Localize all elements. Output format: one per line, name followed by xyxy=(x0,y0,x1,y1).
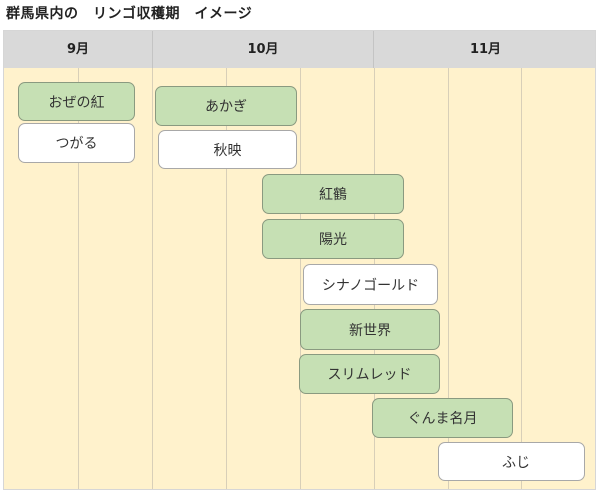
grid-line xyxy=(152,68,153,489)
variety-bar-tsugaru: つがる xyxy=(18,123,135,163)
grid-line xyxy=(521,68,522,489)
grid-line xyxy=(300,68,301,489)
month-november: 11月 xyxy=(469,42,502,57)
grid-line xyxy=(78,68,79,489)
variety-bar-youkou: 陽光 xyxy=(262,219,404,259)
variety-bar-akagi: あかぎ xyxy=(155,86,297,126)
variety-bar-benizuru: 紅鶴 xyxy=(262,174,404,214)
month-october: 10月 xyxy=(153,31,374,68)
month-september: 9月 xyxy=(4,31,153,68)
variety-bar-shinsekai: 新世界 xyxy=(300,309,440,350)
month-header: 9月 10月 11月 xyxy=(4,31,595,68)
grid-line xyxy=(448,68,449,489)
grid-line xyxy=(226,68,227,489)
variety-bar-shinano-gold: シナノゴールド xyxy=(303,264,438,305)
variety-bar-fuji: ふじ xyxy=(438,442,585,481)
variety-bar-slim-red: スリムレッド xyxy=(299,354,440,394)
chart-title: 群馬県内の リンゴ収穫期 イメージ xyxy=(6,6,253,22)
variety-bar-ozenokurenai: おぜの紅 xyxy=(18,82,135,121)
variety-bar-akibae: 秋映 xyxy=(158,130,297,169)
variety-bar-gunma-meigetsu: ぐんま名月 xyxy=(372,398,513,438)
